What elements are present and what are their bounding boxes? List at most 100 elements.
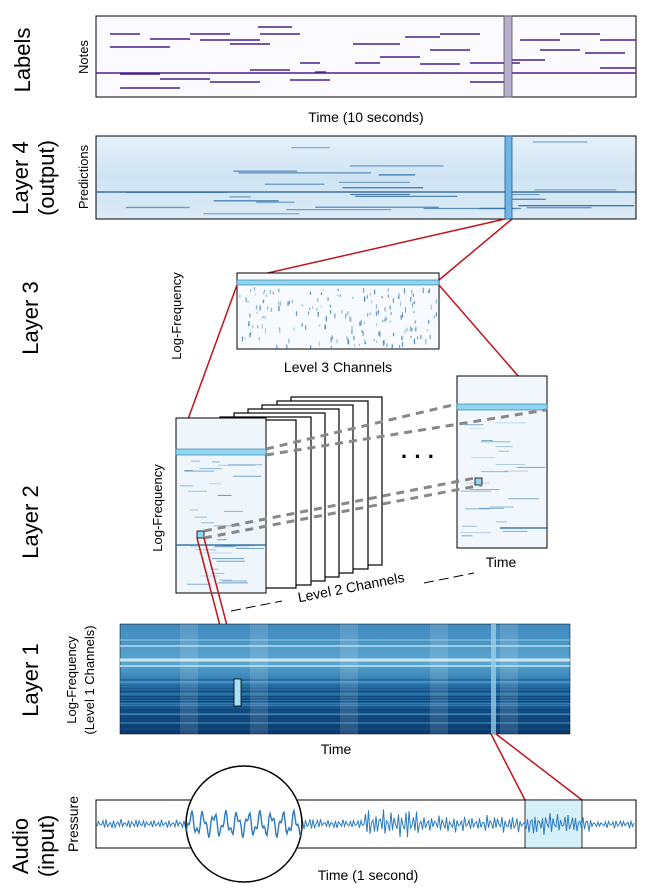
layer3-highlight-band	[236, 279, 440, 286]
activation-mark	[270, 307, 272, 312]
activation-mark	[377, 310, 379, 315]
activation-mark	[309, 291, 312, 295]
activation-mark	[429, 335, 431, 340]
activation-mark	[245, 297, 247, 302]
activation-mark	[435, 299, 437, 304]
activation-mark	[327, 296, 329, 302]
activation-mark	[409, 326, 412, 332]
activation-mark	[347, 338, 349, 344]
row-label-layer1: Layer 1	[18, 643, 43, 716]
activation-mark	[420, 335, 422, 340]
connector-l1-audio-right	[495, 733, 583, 801]
activation-mark	[382, 340, 384, 343]
activation-mark	[280, 301, 282, 306]
activation-mark	[406, 327, 408, 332]
activation-mark	[369, 293, 372, 296]
layer2-channel-stack	[204, 396, 383, 589]
activation-mark	[241, 336, 244, 342]
activation-mark	[403, 288, 406, 294]
activation-mark	[430, 304, 432, 310]
activation-mark	[345, 313, 347, 319]
layer1-logfreq-axis-label: Log-Frequency	[64, 636, 79, 724]
activation-mark	[255, 305, 258, 310]
layer2-front-channel: Log-Frequency	[150, 417, 267, 594]
activation-mark	[401, 312, 404, 318]
activation-mark	[278, 305, 280, 312]
activation-mark	[411, 303, 414, 308]
activation-mark	[259, 305, 261, 311]
activation-mark	[312, 305, 314, 309]
activation-mark	[400, 315, 402, 320]
layer2-logfreq-axis-label: Log-Frequency	[150, 464, 165, 552]
activation-mark	[349, 315, 351, 322]
activation-mark	[414, 320, 416, 324]
activation-mark	[351, 325, 353, 331]
activation-mark	[364, 296, 366, 302]
zoom-circle	[185, 765, 303, 883]
activation-mark	[411, 327, 413, 332]
layer4-time-highlight	[504, 135, 513, 220]
activation-mark	[269, 290, 271, 294]
layer1-logfreq-axis-sublabel: (Level 1 Channels)	[82, 625, 97, 734]
activation-mark	[412, 293, 414, 297]
layer2-right-time-label: Time	[486, 554, 517, 570]
activation-mark	[410, 296, 412, 302]
layer2-right-channel: Time	[456, 375, 548, 570]
layer3-activations	[239, 287, 438, 350]
layer1-receptive-window	[233, 678, 242, 707]
onset-column	[180, 624, 198, 734]
layer2-receptive-square	[196, 530, 205, 539]
activation-mark	[433, 315, 435, 319]
activation-mark	[399, 301, 402, 307]
activation-mark	[263, 290, 266, 292]
level3-channels-label: Level 3 Channels	[284, 359, 392, 375]
activation-mark	[258, 337, 260, 341]
activation-mark	[264, 328, 267, 334]
activation-mark	[330, 336, 332, 343]
row-label-labels: Labels	[10, 28, 35, 93]
activation-mark	[416, 336, 419, 340]
activation-mark	[287, 301, 289, 307]
activation-mark	[385, 316, 387, 321]
activation-mark	[262, 316, 264, 318]
activation-mark	[398, 345, 401, 348]
labels-panel: Notes Time (10 seconds)	[76, 15, 637, 125]
activation-mark	[337, 288, 339, 291]
activation-mark	[401, 335, 403, 341]
activation-mark	[392, 298, 394, 303]
onset-column	[500, 624, 518, 734]
predictions-axis-label: Predictions	[76, 144, 91, 209]
activation-mark	[265, 294, 268, 298]
activation-mark	[291, 300, 293, 303]
activation-mark	[398, 293, 400, 299]
activation-mark	[249, 313, 251, 318]
labels-time-axis-label: Time (10 seconds)	[308, 109, 423, 125]
activation-mark	[366, 295, 368, 299]
activation-mark	[295, 311, 298, 316]
activation-mark	[375, 311, 377, 317]
activation-mark	[367, 312, 369, 317]
activation-mark	[427, 291, 430, 294]
activation-mark	[317, 298, 319, 303]
activation-mark	[361, 330, 363, 333]
activation-mark	[365, 342, 367, 344]
layer1-time-axis-label: Time	[321, 741, 352, 757]
activation-mark	[336, 339, 338, 344]
activation-mark	[358, 343, 360, 347]
row-label-layer4: Layer 4	[8, 141, 33, 214]
row-label-layer2: Layer 2	[18, 485, 43, 558]
activation-mark	[375, 304, 378, 309]
activation-mark	[387, 288, 389, 292]
activation-mark	[341, 310, 343, 314]
activation-mark	[317, 312, 319, 317]
activation-mark	[347, 311, 349, 316]
activation-mark	[422, 287, 424, 293]
activation-mark	[278, 301, 280, 305]
activation-mark	[249, 289, 252, 292]
connector-l1-audio-left	[490, 733, 526, 801]
activation-mark	[376, 340, 378, 344]
activation-mark	[307, 311, 310, 315]
level2-axis-dash-left	[230, 600, 283, 612]
layer4-panel: Predictions	[76, 135, 637, 220]
activation-mark	[346, 336, 348, 340]
